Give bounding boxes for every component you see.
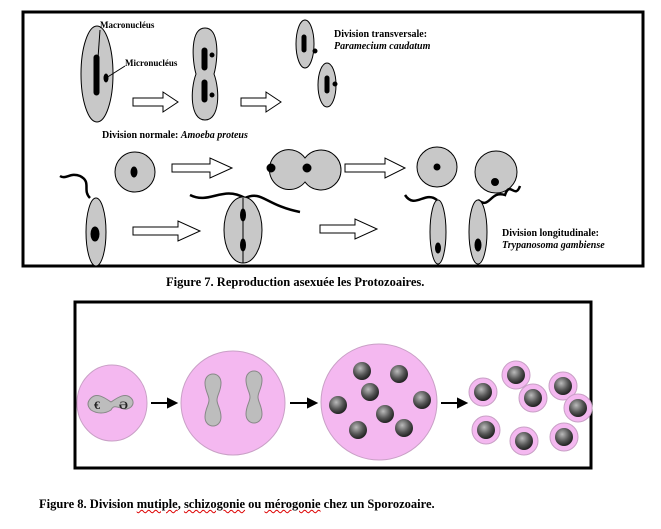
figure-8-caption: Figure 8. Division mutiple, schizogonie … <box>39 497 435 511</box>
transverse-division-title: Division transversale: <box>334 29 428 40</box>
micronucleus-label: Micronucléus <box>125 58 178 68</box>
svg-text:€: € <box>94 398 100 412</box>
trypanosoma-cell <box>59 173 107 267</box>
arrow-icon <box>240 91 282 113</box>
arrow-icon <box>171 157 234 179</box>
macronucleus-label: Macronucléus <box>100 20 155 30</box>
longitudinal-division-species: Trypanosoma gambiense <box>502 240 605 251</box>
transverse-division-species: Paramecium caudatum <box>334 41 431 52</box>
arrow-icon <box>319 218 379 240</box>
trypanosoma-daughters <box>403 185 522 265</box>
arrow-icon <box>457 397 469 409</box>
arrow-icon <box>344 157 407 179</box>
amoeba-cell <box>114 151 156 193</box>
amoeba-daughters <box>416 146 518 194</box>
paramecium-dividing <box>191 27 219 121</box>
sporozoan-cell-2 <box>180 350 286 456</box>
figure-7-frame <box>21 10 645 268</box>
arrow-icon <box>167 397 179 409</box>
trypanosoma-dividing <box>189 192 301 264</box>
process-arrows <box>132 91 407 242</box>
normal-division-title: Division normale: <box>102 130 181 141</box>
figure-7-caption: Figure 7. Reproduction asexuée les Proto… <box>166 275 425 289</box>
paramecium-daughters <box>295 19 338 108</box>
longitudinal-division-title: Division longitudinale: <box>502 228 599 239</box>
paramecium-cell <box>80 25 114 123</box>
svg-text:Ə: Ə <box>119 398 128 412</box>
amoeba-dividing <box>266 149 342 191</box>
arrow-icon <box>132 220 202 242</box>
arrow-icon <box>132 91 179 113</box>
arrow-icon <box>307 397 319 409</box>
normal-division-species: Amoeba proteus <box>180 130 248 141</box>
normal-division-label: Division normale: Amoeba proteus <box>102 130 248 141</box>
